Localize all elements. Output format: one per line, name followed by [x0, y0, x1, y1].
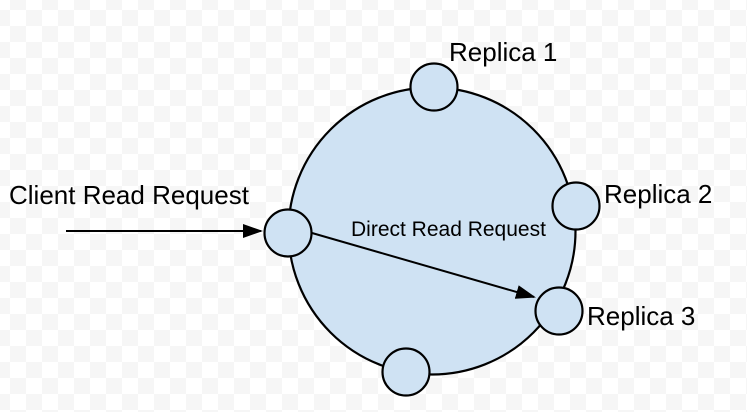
direct-read-request-arrow — [311, 232, 536, 299]
replica-2-label: Replica 2 — [604, 179, 713, 209]
coordinator-node-circle — [263, 208, 313, 258]
replica-3-label: Replica 3 — [587, 301, 696, 331]
replica-3-node-circle — [534, 286, 584, 336]
replica-1-node-circle — [409, 62, 459, 112]
client-read-request-label: Client Read Request — [9, 180, 249, 210]
replica-1-label: Replica 1 — [449, 37, 558, 67]
bottom-node-circle — [381, 347, 431, 397]
direct-read-request-label: Direct Read Request — [351, 218, 546, 241]
replica-2-node-circle — [551, 181, 601, 231]
